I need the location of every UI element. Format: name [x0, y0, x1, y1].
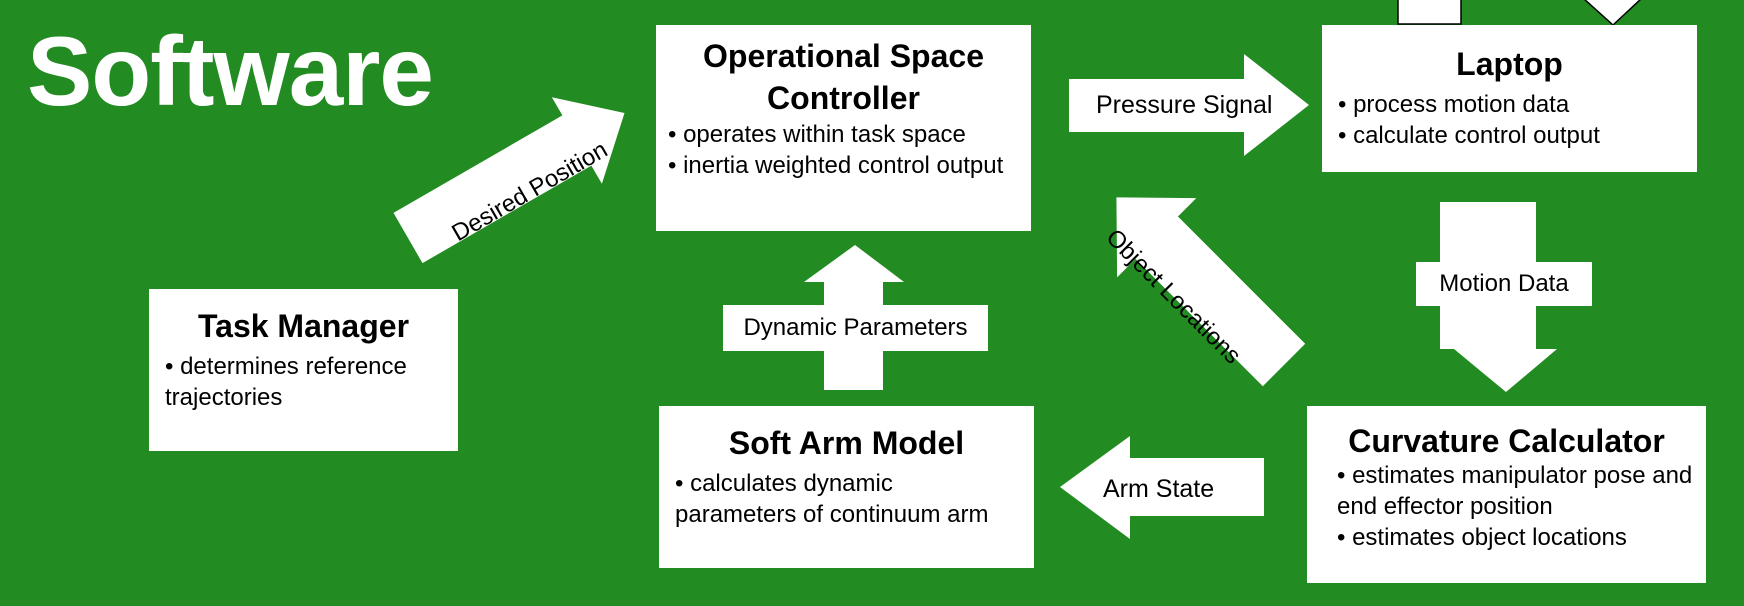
- edge-label-dynamic-parameters: Dynamic Parameters: [743, 314, 968, 341]
- node-laptop: Laptop process motion data calculate con…: [1322, 25, 1697, 172]
- page-title: Software: [27, 16, 434, 126]
- top-edge-arrow-fragment: [1584, 0, 1641, 27]
- arrow-desired-position: [393, 97, 625, 264]
- node-bullet: determines reference trajectories: [165, 351, 442, 413]
- node-title-line1: Operational Space: [703, 38, 984, 74]
- node-title: Curvature Calculator: [1348, 423, 1665, 459]
- edge-label-arm-state: Arm State: [1103, 475, 1215, 503]
- edge-label-pressure-signal: Pressure Signal: [1096, 91, 1273, 119]
- arrow-pressure-signal: [1069, 54, 1309, 156]
- node-bullet: calculates dynamic parameters of continu…: [675, 468, 1018, 530]
- arrow-object-locations: [1116, 197, 1306, 387]
- node-operational-space-controller: Operational Space Controller operates wi…: [656, 25, 1031, 231]
- node-title: Laptop: [1456, 46, 1563, 82]
- edge-label-motion-data: Motion Data: [1439, 270, 1569, 297]
- node-title-line2: Controller: [767, 80, 920, 116]
- node-bullet: calculate control output: [1338, 120, 1681, 151]
- top-edge-rect-fragment: [1397, 0, 1462, 25]
- node-curvature-calculator: Curvature Calculator estimates manipulat…: [1307, 406, 1706, 583]
- node-bullet: estimates manipulator pose and end effec…: [1337, 460, 1694, 522]
- node-task-manager: Task Manager determines reference trajec…: [149, 289, 458, 451]
- node-bullet: operates within task space: [668, 119, 1019, 150]
- arrow-arm-state: [1060, 436, 1264, 539]
- edge-label-dynamic-parameters-box: Dynamic Parameters: [723, 305, 988, 351]
- edge-label-motion-data-box: Motion Data: [1416, 262, 1592, 306]
- node-title: Task Manager: [197, 308, 410, 344]
- node-bullet: estimates object locations: [1337, 522, 1694, 553]
- node-soft-arm-model: Soft Arm Model calculates dynamic parame…: [659, 406, 1034, 568]
- node-bullet: process motion data: [1338, 89, 1681, 120]
- node-bullet: inertia weighted control output: [668, 150, 1019, 181]
- node-title: Soft Arm Model: [728, 425, 965, 461]
